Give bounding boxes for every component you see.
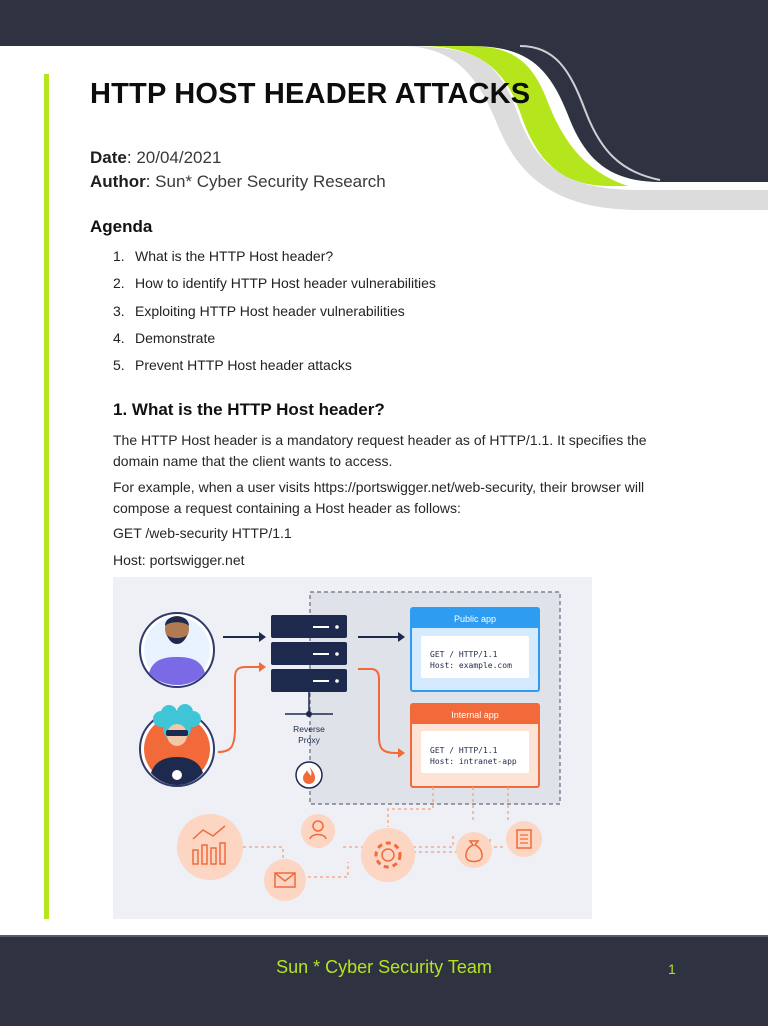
proxy-label-line-2: Proxy: [298, 735, 320, 745]
paragraph-example: For example, when a user visits https://…: [113, 479, 645, 516]
public-app-title: Public app: [454, 614, 496, 624]
public-request-line-2: Host: example.com: [430, 661, 512, 670]
agenda-item: 5. Prevent HTTP Host header attacks: [113, 357, 436, 384]
agenda-item-number: 4.: [113, 329, 125, 346]
agenda-item-number: 5.: [113, 357, 125, 374]
agenda-item-number: 3.: [113, 302, 125, 319]
mail-icon: [264, 859, 306, 901]
agenda-item-text: Demonstrate: [135, 329, 216, 346]
agenda-item: 3. Exploiting HTTP Host header vulnerabil…: [113, 303, 436, 330]
user-icon: [301, 814, 335, 848]
section-heading: 1. What is the HTTP Host header?: [113, 400, 385, 419]
attacker-avatar: [139, 704, 215, 787]
agenda-heading: Agenda: [90, 217, 153, 236]
document-title: HTTP HOST HEADER ATTACKS: [90, 78, 531, 110]
footer-team-name: Sun * Cyber Security Team: [276, 957, 492, 977]
agenda-item: 4. Demonstrate: [113, 330, 436, 357]
internal-request-line-2: Host: intranet-app: [430, 757, 517, 766]
host-line: Host: portswigger.net: [113, 552, 245, 568]
date-line: Date: 20/04/2021: [90, 148, 222, 167]
firewall-icon: [295, 761, 323, 789]
gear-icon: [361, 828, 415, 882]
analytics-icon: [177, 814, 243, 880]
public-request-line-1: GET / HTTP/1.1: [430, 650, 498, 659]
user-avatar: [139, 612, 215, 688]
date-label: Date: [90, 148, 127, 167]
money-bag-icon: [456, 832, 492, 868]
document-icon: [506, 821, 542, 857]
public-app-panel: Public app GET / HTTP/1.1 Host: example.…: [410, 607, 540, 692]
agenda-item: 2. How to identify HTTP Host header vulne…: [113, 275, 436, 302]
reverse-proxy-server: Reverse Proxy: [271, 615, 347, 745]
agenda-item-text: Exploiting HTTP Host header vulnerabilit…: [135, 302, 405, 319]
page-footer: Sun * Cyber Security Team 1: [0, 935, 768, 1026]
agenda-item-text: How to identify HTTP Host header vulnera…: [135, 275, 436, 292]
proxy-label-line-1: Reverse: [293, 724, 325, 734]
page-number: 1: [668, 961, 676, 977]
agenda-list: 1. What is the HTTP Host header? 2. How to…: [113, 248, 436, 384]
agenda-item-text: What is the HTTP Host header?: [135, 248, 334, 264]
request-arrows: [217, 632, 405, 758]
agenda-item-number: 2.: [113, 275, 125, 292]
internal-app-panel: Internal app GET / HTTP/1.1 Host: intran…: [410, 703, 540, 788]
agenda-item: 1. What is the HTTP Host header?: [113, 248, 436, 275]
internal-request-line-1: GET / HTTP/1.1: [430, 746, 498, 755]
author-value: Sun* Cyber Security Research: [155, 172, 386, 191]
agenda-item-text: Prevent HTTP Host header attacks: [135, 357, 352, 374]
internal-app-title: Internal app: [451, 710, 499, 720]
request-line: GET /web-security HTTP/1.1: [113, 525, 292, 541]
date-value: 20/04/2021: [136, 148, 222, 167]
left-accent-bar: [44, 74, 49, 919]
author-line: Author: Sun* Cyber Security Research: [90, 172, 386, 191]
paragraph-host-header: The HTTP Host header is a mandatory requ…: [113, 432, 647, 469]
host-header-diagram: Reverse Proxy Public app GET / HTTP/1.1 …: [113, 577, 592, 919]
author-label: Author: [90, 172, 146, 191]
header-wave-decoration: [0, 0, 768, 210]
agenda-item-number: 1.: [113, 248, 125, 264]
